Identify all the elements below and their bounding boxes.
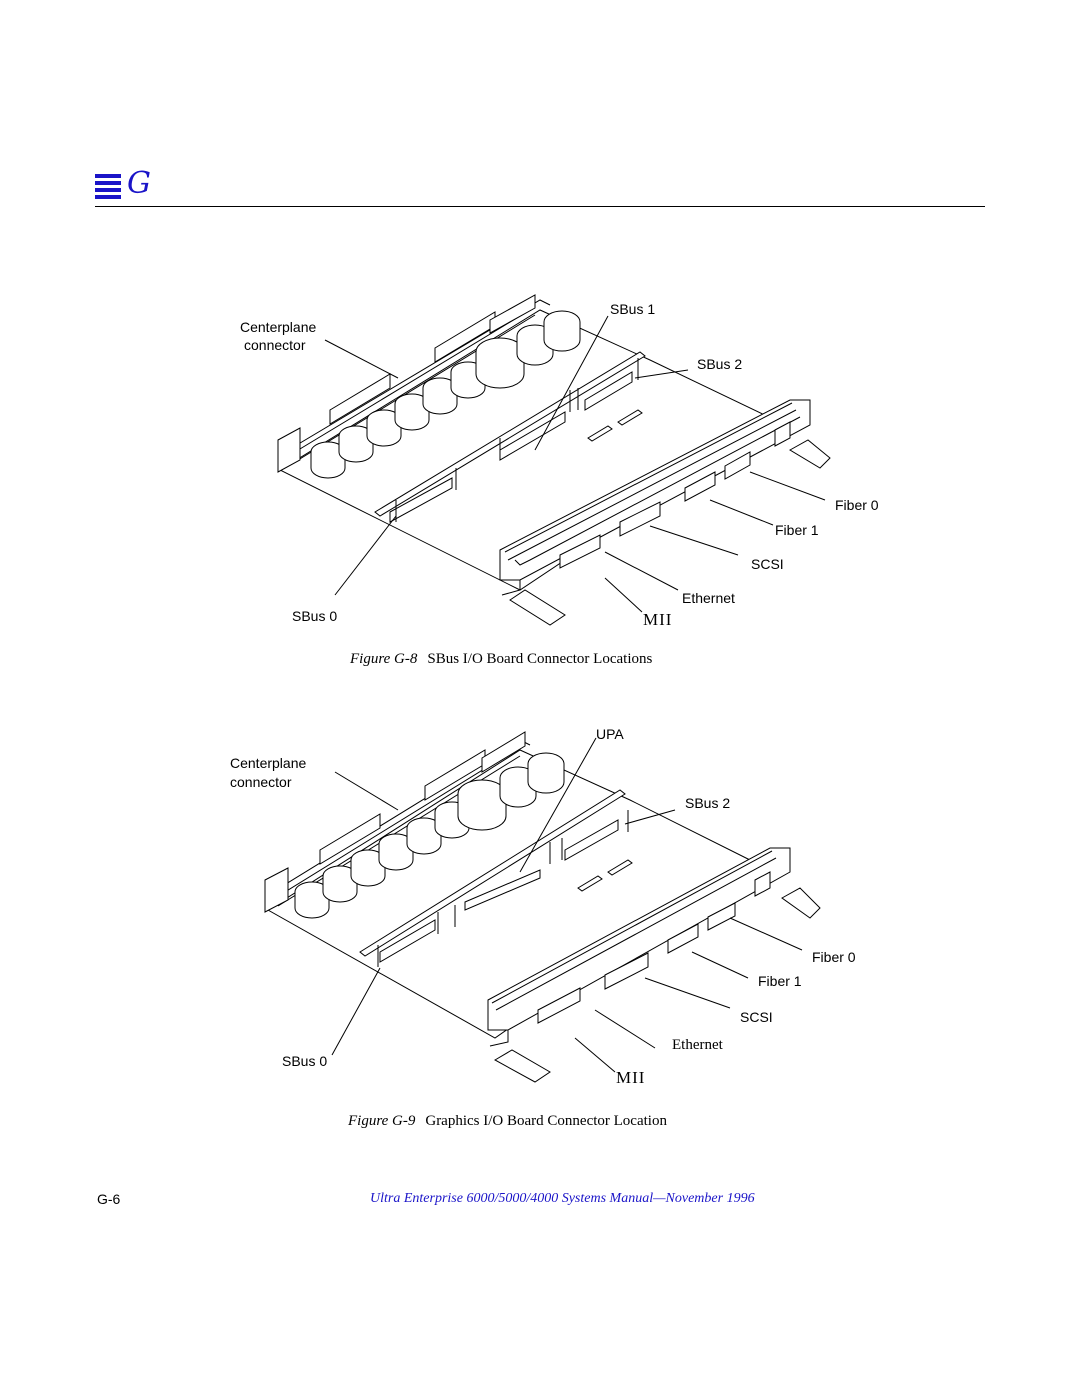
figure-g9-illustration: UPA Centerplane connector SBus 2 Fiber 0… <box>220 720 910 1095</box>
graphics-io-board-drawing <box>264 731 821 1083</box>
sbus0-label: SBus 0 <box>282 1053 328 1069</box>
fiber0-label: Fiber 0 <box>812 949 856 965</box>
sbus-io-board-drawing <box>277 294 831 626</box>
caption-number: Figure G-9 <box>348 1113 416 1129</box>
fiber1-label: Fiber 1 <box>758 973 802 989</box>
ethernet-label: Ethernet <box>682 590 735 606</box>
centerplane-label: Centerplane <box>240 319 317 335</box>
fiber0-label: Fiber 0 <box>835 497 879 513</box>
chapter-letter: G <box>127 166 151 201</box>
scsi-label: SCSI <box>740 1009 773 1025</box>
header-rule <box>95 206 985 207</box>
caption-text: SBus I/O Board Connector Locations <box>427 651 653 667</box>
page-number: G-6 <box>97 1191 121 1207</box>
figure-g8-illustration: Centerplane connector SBus 1 SBus 2 Fibe… <box>230 290 910 640</box>
connector-label: connector <box>244 337 306 353</box>
sbus1-label: SBus 1 <box>610 301 656 317</box>
centerplane-label: Centerplane <box>230 755 307 771</box>
sbus2-label: SBus 2 <box>685 795 731 811</box>
mii-label: MII <box>616 1068 646 1087</box>
connector-label: connector <box>230 774 292 790</box>
figure-g9-caption: Figure G-9 Graphics I/O Board Connector L… <box>348 1113 667 1130</box>
ethernet-label: Ethernet <box>672 1037 723 1053</box>
sbus2-label: SBus 2 <box>697 356 743 372</box>
scsi-label: SCSI <box>751 556 784 572</box>
sbus0-label: SBus 0 <box>292 608 338 624</box>
upa-label: UPA <box>596 726 624 742</box>
caption-number: Figure G-8 <box>350 651 418 667</box>
caption-text: Graphics I/O Board Connector Location <box>425 1113 667 1129</box>
mii-label: MII <box>643 610 673 629</box>
figure-g8-caption: Figure G-8 SBus I/O Board Connector Locat… <box>350 651 652 668</box>
fiber1-label: Fiber 1 <box>775 522 819 538</box>
footer-manual-title: Ultra Enterprise 6000/5000/4000 Systems … <box>370 1191 755 1206</box>
chapter-bars-icon <box>95 174 121 199</box>
